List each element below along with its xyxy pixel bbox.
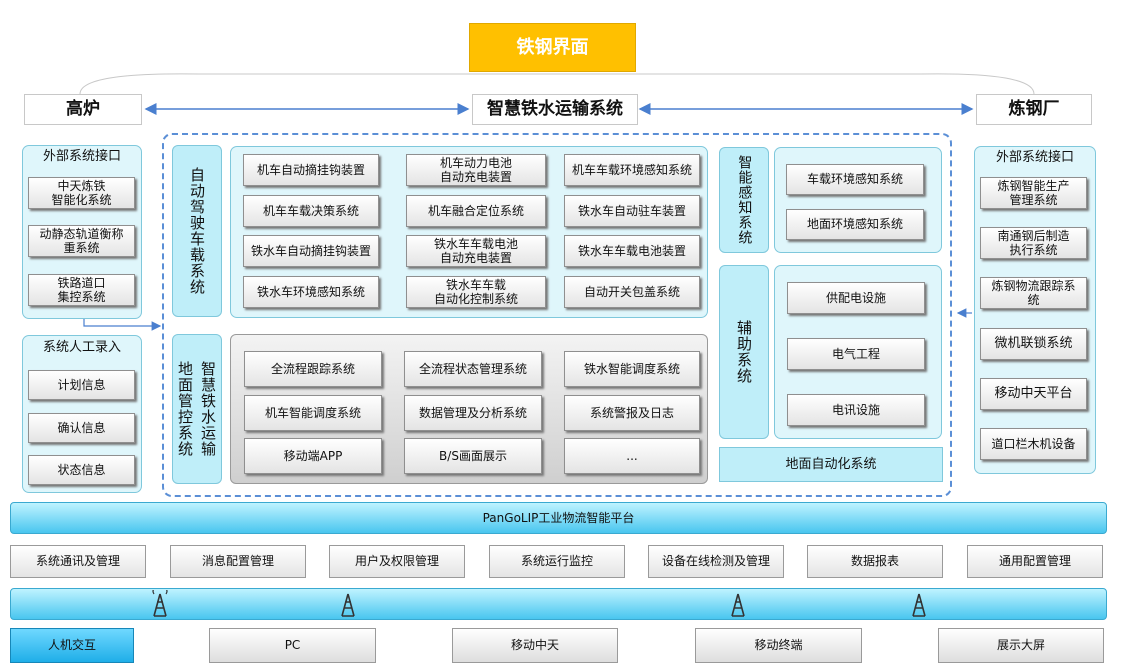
antenna-icon <box>152 590 168 617</box>
onboard-label-panel: 自动驾驶车载系统 <box>172 145 222 317</box>
service-item: 用户及权限管理 <box>329 545 465 578</box>
onboard-item: 铁水车环境感知系统 <box>243 276 379 308</box>
ground-item: B/S画面展示 <box>404 438 542 474</box>
ground-item: 全流程跟踪系统 <box>244 351 382 387</box>
device-hmi: 人机交互 <box>10 628 134 663</box>
ground-item: 系统警报及日志 <box>564 395 700 431</box>
onboard-label: 自动驾驶车载系统 <box>188 167 206 295</box>
service-item: 系统通讯及管理 <box>10 545 146 578</box>
onboard-item: 机车车载环境感知系统 <box>564 154 700 186</box>
device-mobile-terminal: 移动终端 <box>695 628 862 663</box>
auxiliary-item: 供配电设施 <box>787 282 925 314</box>
onboard-item: 铁水车自动摘挂钩装置 <box>243 235 379 267</box>
ground-automation: 地面自动化系统 <box>719 447 943 482</box>
auxiliary-item: 电讯设施 <box>787 394 925 426</box>
onboard-item: 机车动力电池 自动充电装置 <box>406 154 546 186</box>
manual-item-confirm: 确认信息 <box>28 413 135 443</box>
right-ext-item: 炼钢智能生产 管理系统 <box>980 177 1087 209</box>
ground-item: 铁水智能调度系统 <box>564 351 700 387</box>
left-connector <box>83 318 162 331</box>
antenna-icon <box>912 593 926 617</box>
onboard-item: 自动开关包盖系统 <box>564 276 700 308</box>
platform-bar: PanGoLIP工业物流智能平台 <box>10 502 1107 534</box>
auxiliary-label: 辅助系统 <box>735 320 753 384</box>
onboard-item: 铁水车车载电池装置 <box>564 235 700 267</box>
service-item: 数据报表 <box>807 545 943 578</box>
antenna-icon <box>341 593 355 617</box>
onboard-item: 机车车载决策系统 <box>243 195 379 227</box>
service-item: 通用配置管理 <box>967 545 1103 578</box>
perception-item: 地面环境感知系统 <box>786 209 924 240</box>
device-display-screen: 展示大屏 <box>938 628 1104 663</box>
ground-item: 数据管理及分析系统 <box>404 395 542 431</box>
auxiliary-label-panel: 辅助系统 <box>719 265 769 439</box>
blast-furnace-box: 高炉 <box>24 94 142 125</box>
ground-item: 全流程状态管理系统 <box>404 351 542 387</box>
system-title-box: 智慧铁水运输系统 <box>472 94 638 125</box>
core-system-container <box>162 133 952 497</box>
service-item: 消息配置管理 <box>170 545 306 578</box>
ground-label-line1: 地面管控系统 <box>176 361 194 457</box>
service-item: 设备在线检测及管理 <box>648 545 784 578</box>
right-ext-item: 道口栏木机设备 <box>980 428 1087 460</box>
left-ext-title: 外部系统接口 <box>42 149 121 165</box>
ground-item: 机车智能调度系统 <box>244 395 382 431</box>
device-pc: PC <box>209 628 376 663</box>
right-ext-item: 炼钢物流跟踪系 统 <box>980 277 1087 309</box>
antenna-icon <box>731 593 745 617</box>
ground-label-line2: 智慧铁水运输 <box>199 361 217 457</box>
perception-item: 车载环境感知系统 <box>786 164 924 195</box>
left-ext-item: 中天炼铁 智能化系统 <box>28 177 135 209</box>
left-ext-item: 动静态轨道衡称 重系统 <box>28 225 135 257</box>
ground-item: ... <box>564 438 700 474</box>
perception-label-panel: 智能感知系统 <box>719 147 769 253</box>
left-ext-item: 铁路道口 集控系统 <box>28 274 135 306</box>
manual-item-status: 状态信息 <box>28 455 135 485</box>
top-curve <box>79 73 1035 95</box>
manual-item-plan: 计划信息 <box>28 370 135 400</box>
network-bar <box>10 588 1107 620</box>
auxiliary-item: 电气工程 <box>787 338 925 370</box>
manual-input-title: 系统人工录入 <box>42 340 121 356</box>
device-mobile-zhongtian: 移动中天 <box>452 628 618 663</box>
ground-item: 移动端APP <box>244 438 382 474</box>
perception-label: 智能感知系统 <box>736 155 753 245</box>
page-title: 铁钢界面 <box>469 23 636 72</box>
right-ext-title: 外部系统接口 <box>995 150 1074 166</box>
onboard-item: 铁水车车载 自动化控制系统 <box>406 276 546 308</box>
onboard-item: 铁水车自动驻车装置 <box>564 195 700 227</box>
steel-plant-box: 炼钢厂 <box>976 94 1092 125</box>
right-ext-item: 移动中天平台 <box>980 378 1087 410</box>
right-ext-item: 南通钢后制造 执行系统 <box>980 227 1087 259</box>
onboard-item: 机车自动摘挂钩装置 <box>243 154 379 186</box>
right-ext-item: 微机联锁系统 <box>980 328 1087 360</box>
service-item: 系统运行监控 <box>489 545 625 578</box>
onboard-item: 机车融合定位系统 <box>406 195 546 227</box>
ground-label-panel: 智慧铁水运输 地面管控系统 <box>172 334 222 484</box>
onboard-item: 铁水车车载电池 自动充电装置 <box>406 235 546 267</box>
